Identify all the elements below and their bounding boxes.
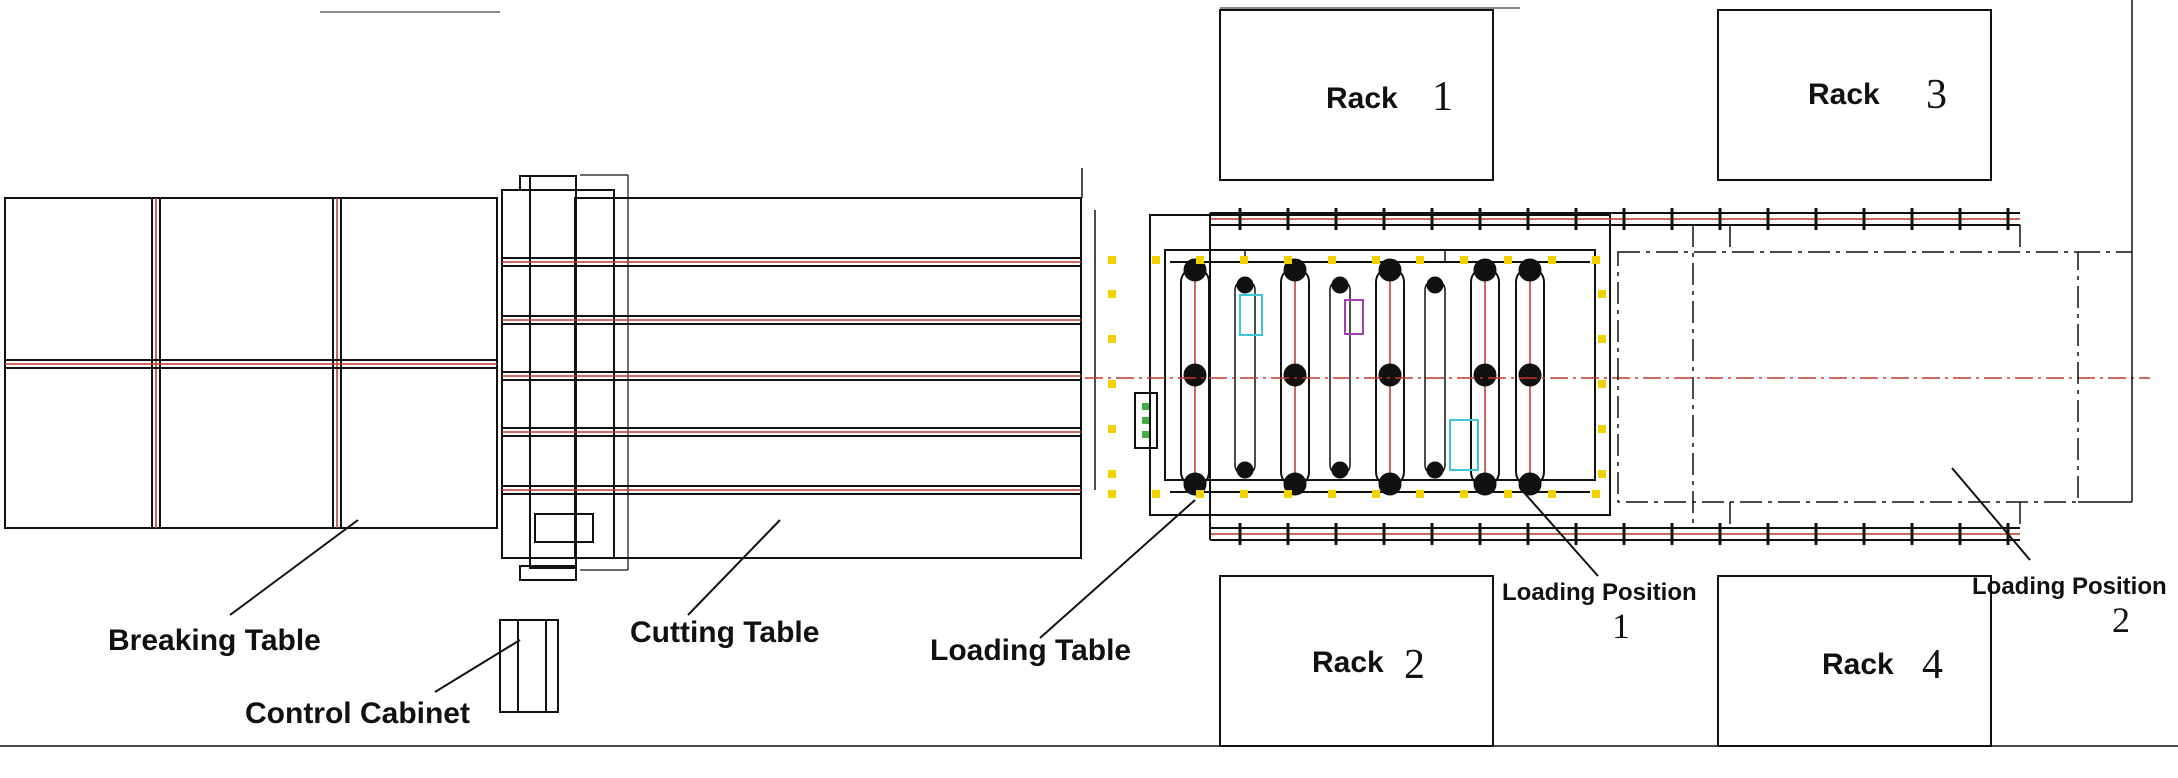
marker-dot [1372, 256, 1380, 264]
roller [1183, 363, 1207, 387]
marker-dot [1108, 290, 1116, 298]
marker-dot [1598, 335, 1606, 343]
loading-table [1085, 208, 2150, 545]
marker-dot [1504, 256, 1512, 264]
marker-dot [1598, 470, 1606, 478]
roller [1236, 276, 1254, 294]
roller [1518, 363, 1542, 387]
rack-4: Rack 4 [1717, 575, 1992, 747]
rack-3-number: 3 [1926, 72, 1947, 118]
marker-dot [1108, 335, 1116, 343]
control-cabinet [499, 619, 559, 713]
marker-dot [1460, 490, 1468, 498]
roller [1331, 276, 1349, 294]
roller [1378, 258, 1402, 282]
motor [1449, 419, 1479, 471]
marker-dot [1328, 490, 1336, 498]
marker-dot [1108, 380, 1116, 388]
rack-1: Rack 1 [1219, 9, 1494, 181]
marker-dot [1108, 470, 1116, 478]
control-panel [1134, 392, 1158, 449]
marker-dot [1240, 490, 1248, 498]
rack-1-number: 1 [1432, 74, 1453, 120]
leader-lines [229, 467, 2031, 693]
roller [1331, 461, 1349, 479]
marker-dot [1598, 290, 1606, 298]
motor [1239, 294, 1263, 336]
rack-4-number: 4 [1922, 642, 1943, 688]
marker-dot [1152, 490, 1160, 498]
roller [1378, 363, 1402, 387]
rack-2-label: Rack [1312, 646, 1384, 679]
loading-position-2-label: Loading Position [1972, 573, 2167, 600]
marker-dot [1598, 425, 1606, 433]
rack-3: Rack 3 [1717, 9, 1992, 181]
actuator [1344, 299, 1364, 335]
marker-dot [1284, 256, 1292, 264]
loading-position-zones [1617, 225, 2079, 528]
marker-dot [1108, 256, 1116, 264]
roller [1426, 461, 1444, 479]
loading-position-1-label: Loading Position [1502, 579, 1697, 606]
roller [1473, 258, 1497, 282]
roller [1473, 363, 1497, 387]
marker-dot [1240, 256, 1248, 264]
marker-dot [1372, 490, 1380, 498]
marker-dot [1598, 380, 1606, 388]
roller [1283, 258, 1307, 282]
breaking-table [4, 197, 498, 529]
roller [1378, 472, 1402, 496]
marker-dot [1548, 256, 1556, 264]
marker-dot [1416, 490, 1424, 498]
marker-dot [1196, 256, 1204, 264]
cutting-table-label: Cutting Table [630, 616, 819, 649]
marker-dot [1328, 256, 1336, 264]
roller [1283, 363, 1307, 387]
roller [1283, 472, 1307, 496]
rack-3-label: Rack [1808, 78, 1880, 111]
marker-dot [1196, 490, 1204, 498]
marker-dot [1416, 256, 1424, 264]
loading-position-2-number: 2 [2112, 600, 2130, 640]
marker-dot [1592, 256, 1600, 264]
cutting-bridge [501, 174, 629, 581]
marker-dot [1108, 490, 1116, 498]
marker-dot [1460, 256, 1468, 264]
breaking-table-label: Breaking Table [108, 624, 321, 657]
loading-table-label: Loading Table [930, 634, 1131, 667]
marker-dot [1592, 490, 1600, 498]
marker-dot [1284, 490, 1292, 498]
rack-1-label: Rack [1326, 82, 1398, 115]
frame-plate [1244, 249, 1446, 263]
rack-4-label: Rack [1822, 648, 1894, 681]
marker-dot [1152, 256, 1160, 264]
roller [1473, 472, 1497, 496]
roller [1236, 461, 1254, 479]
cutting-table [502, 168, 1083, 559]
loading-position-1-number: 1 [1612, 606, 1630, 646]
roller [1518, 472, 1542, 496]
marker-dot [1548, 490, 1556, 498]
roller [1518, 258, 1542, 282]
roller [1426, 276, 1444, 294]
rack-2: Rack 2 [1219, 575, 1494, 747]
control-cabinet-label: Control Cabinet [245, 697, 470, 730]
rack-2-number: 2 [1404, 642, 1425, 688]
marker-dot [1108, 425, 1116, 433]
roller [1183, 472, 1207, 496]
roller [1183, 258, 1207, 282]
marker-dot [1504, 490, 1512, 498]
